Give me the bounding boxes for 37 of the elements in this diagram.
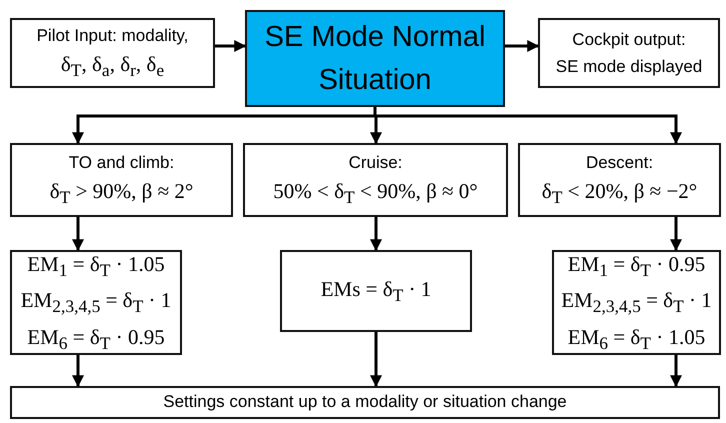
mode-box bbox=[245, 10, 505, 107]
formula-text: EM$_{1}$ = δ$_{T}$ · 0.95 bbox=[568, 251, 706, 282]
formula-text: EM$_{2,3,4,5}$ = δ$_{T}$ · 1 bbox=[20, 287, 172, 319]
phase-box bbox=[518, 143, 721, 217]
formula-text: EM$_{6}$ = δ$_{T}$ · 1.05 bbox=[568, 324, 706, 355]
formula-text: EMs = δ$_{T}$ · 1 bbox=[320, 276, 432, 307]
output-box bbox=[538, 18, 720, 88]
formula-box bbox=[552, 250, 721, 355]
result-box bbox=[10, 386, 720, 419]
box-heading: TO and climb: bbox=[68, 152, 174, 174]
arrow bbox=[670, 217, 682, 252]
arrow bbox=[505, 40, 540, 52]
formula-box bbox=[10, 250, 182, 355]
box-text: Settings constant up to a modality or situation change bbox=[163, 392, 567, 413]
formula-text: EM$_{2,3,4,5}$ = δ$_{T}$ · 1 bbox=[561, 287, 712, 319]
box-heading: Cockpit output: bbox=[572, 28, 686, 51]
input-box bbox=[10, 18, 215, 88]
formula-text: EM$_{1}$ = δ$_{T}$ · 1.05 bbox=[27, 251, 165, 282]
formula-box bbox=[280, 250, 472, 332]
box-text: SE mode displayed bbox=[556, 56, 702, 78]
phase-box bbox=[243, 143, 508, 217]
arrow bbox=[72, 217, 84, 252]
arrow bbox=[670, 355, 682, 388]
arrow bbox=[72, 355, 84, 388]
arrow bbox=[370, 332, 382, 388]
formula-text: EM$_{6}$ = δ$_{T}$ · 0.95 bbox=[27, 324, 165, 355]
box-heading: Pilot Input: modality, bbox=[36, 25, 188, 48]
arrow bbox=[370, 217, 382, 252]
formula-text: δ$_{T}$ < 20%, β ≈ −2° bbox=[542, 178, 698, 210]
box-heading: Cruise: bbox=[348, 152, 402, 174]
formula-text: δ$_{T}$ > 90%, β ≈ 2° bbox=[50, 178, 194, 210]
phase-box bbox=[10, 143, 233, 217]
formula-text: 50% < δ$_{T}$ < 90%, β ≈ 0° bbox=[273, 178, 478, 210]
arrow bbox=[215, 40, 246, 52]
formula-text: δ$_{T}$, δ$_{a}$, δ$_{r}$, δ$_{e}$ bbox=[60, 51, 164, 82]
box-heading: Descent: bbox=[586, 152, 654, 174]
box-title: SE Mode Normal Situation bbox=[264, 20, 486, 98]
